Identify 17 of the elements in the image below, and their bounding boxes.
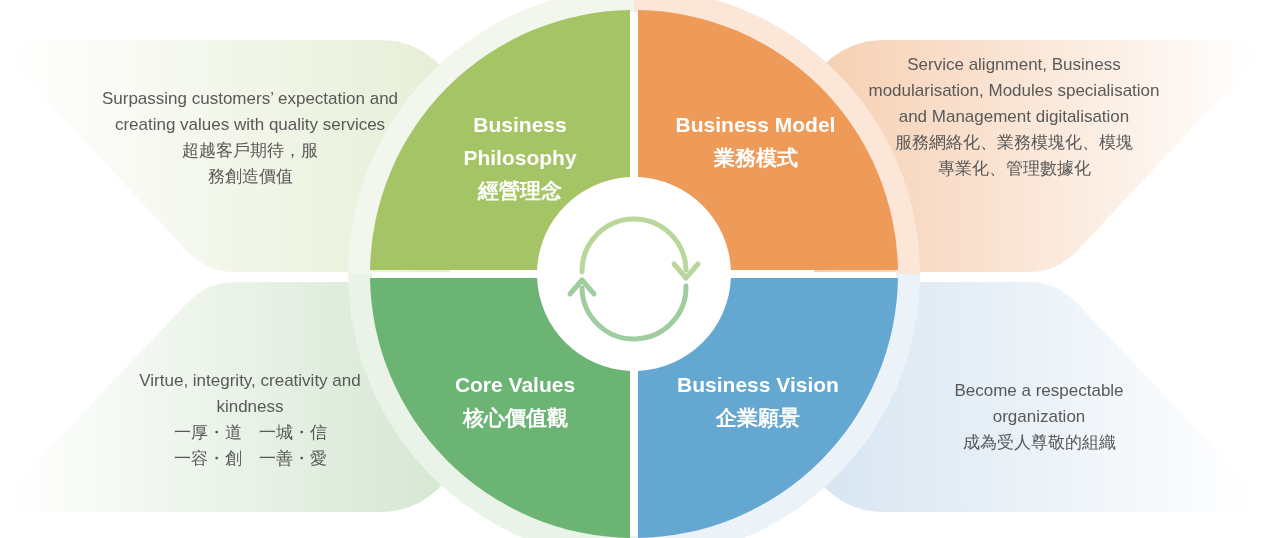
panel-text: 超越客戶期待，服務創造價值: [181, 140, 319, 188]
quadrant-title: Business Philosophy: [462, 112, 578, 171]
panel-text: Surpassing customers’ expectation and creating values with quality services: [100, 88, 400, 136]
quadrant-title: Core Values: [453, 372, 577, 398]
panel-text: Virtue, integrity, creativity and kindness: [138, 370, 362, 418]
quadrant-title: 企業願景: [715, 405, 801, 431]
panel-text: 一容・創 一善・愛: [172, 448, 328, 470]
panel-text: 一厚・道 一城・信: [172, 422, 328, 444]
panel-text: Service alignment, Business modularisation, Modules specialisation and Management digitalisation: [867, 54, 1161, 128]
quadrant-title: Business Model: [674, 112, 837, 138]
panel-text: 成為受人尊敬的組織: [961, 432, 1117, 454]
panel-text: Become a respectable organization: [953, 380, 1125, 428]
quadrant-title: Business Vision: [676, 372, 840, 398]
quadrant-title: 經營理念: [476, 178, 563, 204]
quadrant-title: 業務模式: [712, 145, 799, 171]
quadrant-title: 核心價值觀: [461, 405, 569, 431]
panel-text: 服務網絡化、業務模塊化、模塊專業化、管理數據化: [894, 132, 1134, 180]
